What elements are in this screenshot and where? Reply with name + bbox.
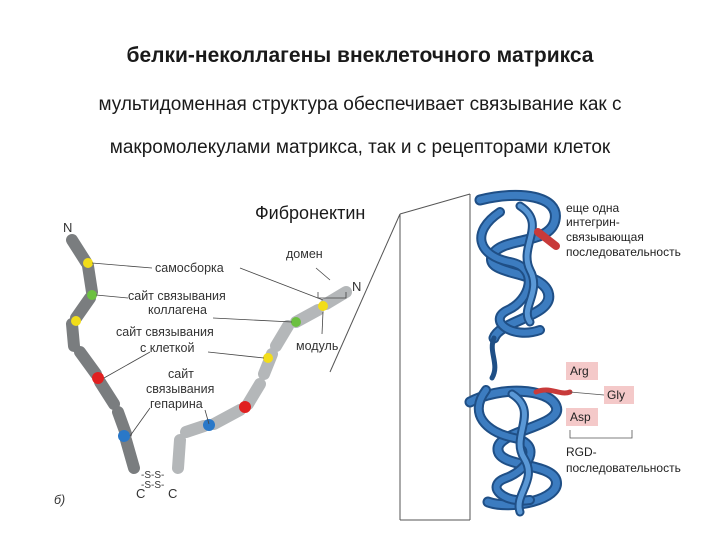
label-self-assembly: самосборка xyxy=(155,261,224,275)
cell-binding-site-left xyxy=(92,372,104,384)
segment xyxy=(178,440,180,468)
segment xyxy=(248,384,260,404)
self-assembly-site-right xyxy=(318,301,328,311)
rgd-label-1: RGD- xyxy=(566,445,597,459)
leader xyxy=(322,312,323,334)
leader xyxy=(130,408,150,436)
rgd-label-2: последовательность xyxy=(566,461,681,475)
collagen-site-left xyxy=(87,290,97,300)
rgd-bracket xyxy=(570,430,632,438)
protein-ribbon-structure xyxy=(470,195,570,512)
gly-pointer xyxy=(570,392,604,395)
n-terminus-left: N xyxy=(63,220,72,235)
panel-label: б) xyxy=(54,493,65,507)
heparin-site-left xyxy=(118,430,130,442)
segment xyxy=(186,426,204,432)
leader xyxy=(213,318,292,322)
chain-right xyxy=(178,292,346,468)
upper-domain xyxy=(480,195,556,338)
label-module: модуль xyxy=(296,339,338,353)
integrin-label-4: последовательность xyxy=(566,245,681,259)
label-heparin-site-2: связывания xyxy=(146,382,214,396)
self-assembly-site-left xyxy=(83,258,93,268)
cell-binding-site-right xyxy=(239,401,251,413)
leader xyxy=(240,268,323,300)
disulfide-bond-bottom: -S-S- xyxy=(141,480,164,491)
leader xyxy=(104,352,150,378)
n-terminus-right: N xyxy=(352,279,361,294)
c-terminus-right: C xyxy=(168,486,177,501)
collagen-site-right xyxy=(291,317,301,327)
integrin-highlight xyxy=(538,232,556,246)
connector-top xyxy=(400,194,470,214)
leader xyxy=(316,268,330,280)
integrin-label-3: связывающая xyxy=(566,230,644,244)
residue-arg: Arg xyxy=(570,364,589,378)
lower-domain xyxy=(470,390,570,512)
linker-loop xyxy=(492,338,495,378)
residue-asp: Asp xyxy=(570,410,591,424)
label-collagen-site-1: сайт связывания xyxy=(128,289,226,303)
segment xyxy=(80,352,96,374)
segment xyxy=(72,240,86,262)
leader xyxy=(92,263,152,268)
label-heparin-site-1: сайт xyxy=(168,367,194,381)
yellow-site-left xyxy=(71,316,81,326)
rgd-loop xyxy=(536,390,570,393)
leader xyxy=(208,352,264,358)
label-domain: домен xyxy=(286,247,323,261)
segment xyxy=(214,410,240,424)
integrin-label-1: еще одна xyxy=(566,201,619,215)
segment xyxy=(100,382,114,404)
segment xyxy=(76,298,90,318)
segment xyxy=(276,326,288,346)
label-collagen-site-2: коллагена xyxy=(148,303,207,317)
heparin-site-right xyxy=(203,419,215,431)
segment xyxy=(126,440,134,468)
label-cell-site-1: сайт связывания xyxy=(116,325,214,339)
label-cell-site-2: с клеткой xyxy=(140,341,194,355)
residue-gly: Gly xyxy=(607,388,625,402)
integrin-label-2: интегрин- xyxy=(566,215,620,229)
segment xyxy=(88,266,92,292)
yellow-site-right xyxy=(263,353,273,363)
leader xyxy=(96,295,128,298)
segment xyxy=(72,324,74,346)
label-heparin-site-3: гепарина xyxy=(150,397,203,411)
